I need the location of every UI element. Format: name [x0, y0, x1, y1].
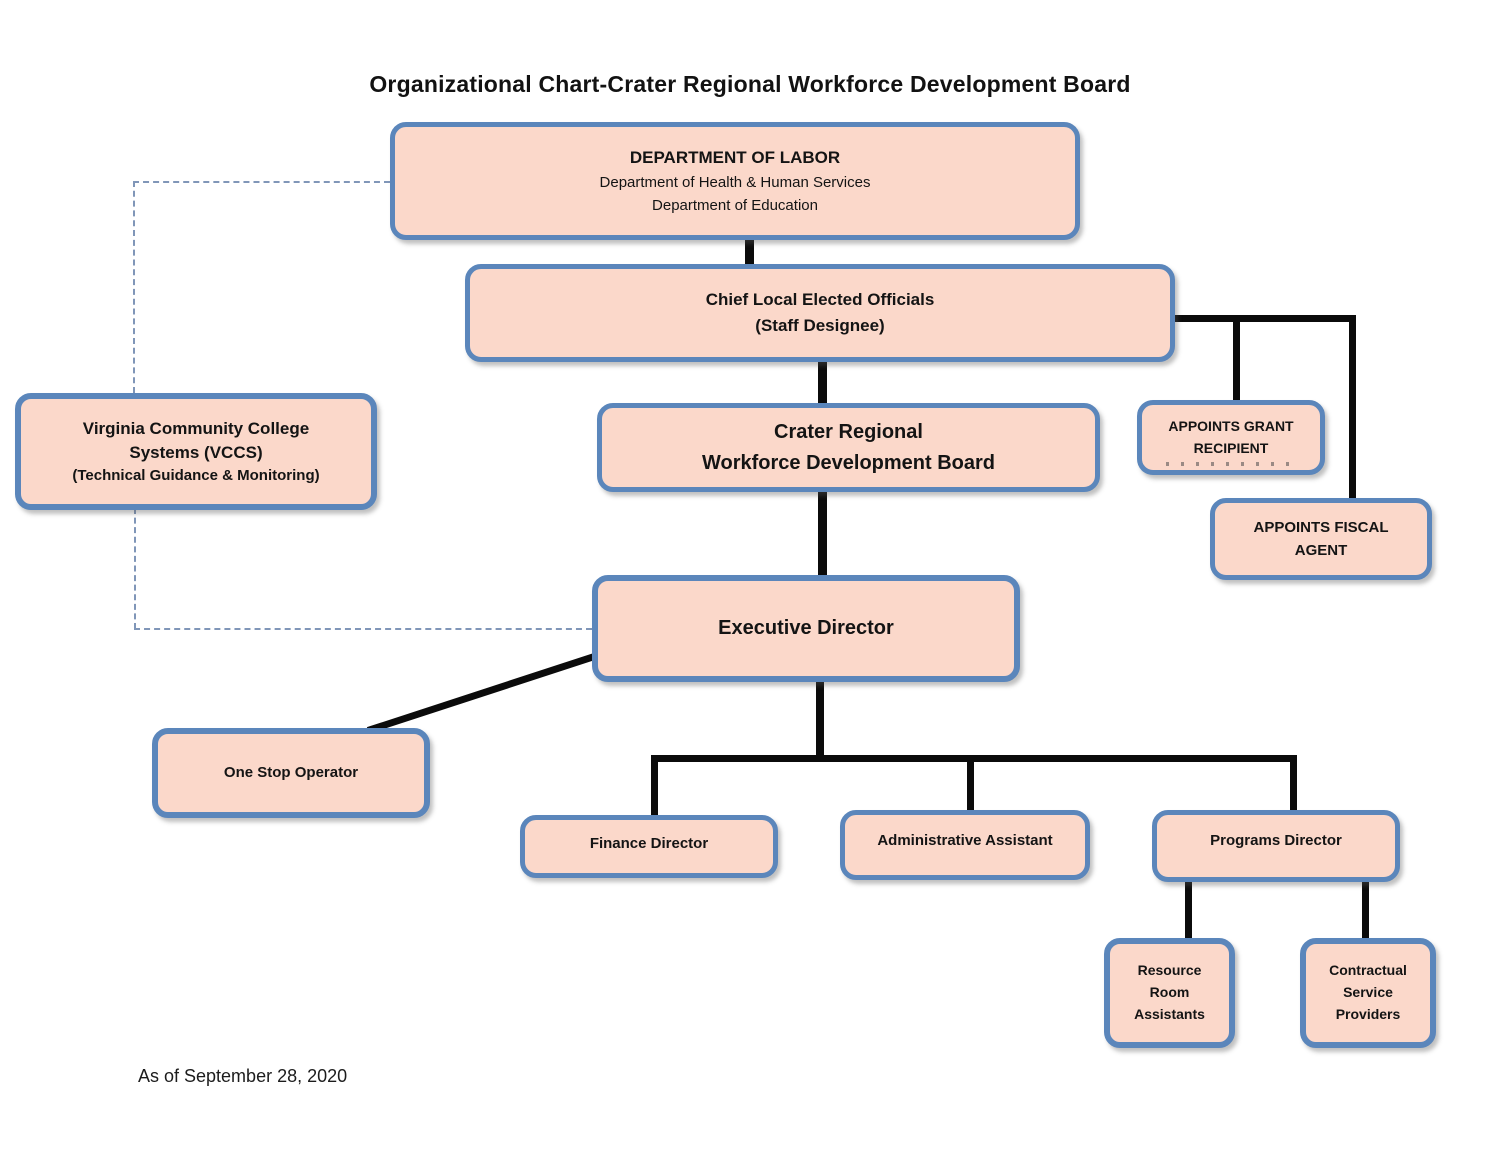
- connector-executive-director-to-one-stop-operator: [366, 651, 600, 734]
- node-crater-regional-wdb: Crater Regional Workforce Development Bo…: [597, 403, 1100, 492]
- node-sublabel: (Technical Guidance & Monitoring): [72, 466, 320, 484]
- connector-drop-contractual-service-providers: [1362, 880, 1369, 941]
- node-label: Room: [1149, 984, 1190, 1001]
- node-finance-director: Finance Director: [520, 815, 778, 878]
- connector-drop-finance-director: [651, 755, 658, 818]
- node-one-stop-operator: One Stop Operator: [152, 728, 430, 818]
- node-programs-director: Programs Director: [1152, 810, 1400, 882]
- connector-drop-administrative-assistant: [967, 755, 974, 813]
- connector-children-horizontal: [651, 755, 1297, 762]
- node-label: AGENT: [1294, 542, 1348, 559]
- connector-cleo-right-horizontal: [1170, 315, 1356, 322]
- node-contractual-service-providers: Contractual Service Providers: [1300, 938, 1436, 1048]
- dashed-connector-vccs-vertical-top: [133, 181, 135, 393]
- node-sublabel: Department of Health & Human Services: [599, 173, 871, 191]
- node-appoints-fiscal-agent: APPOINTS FISCAL AGENT: [1210, 498, 1432, 580]
- connector-drop-fiscal-agent: [1349, 315, 1356, 500]
- node-sublabel: Department of Education: [652, 197, 818, 215]
- page-title: Organizational Chart-Crater Regional Wor…: [369, 71, 1131, 97]
- node-label: Executive Director: [718, 617, 894, 639]
- connector-executive-director-down: [816, 680, 824, 760]
- connector-drop-grant-recipient: [1233, 315, 1240, 403]
- node-label: Virginia Community College: [82, 419, 310, 439]
- node-sublabel: (Staff Designee): [755, 316, 885, 335]
- node-label: One Stop Operator: [223, 764, 359, 782]
- node-label: APPOINTS FISCAL: [1253, 518, 1389, 536]
- node-label: Finance Director: [589, 835, 709, 852]
- connector-drop-resource-room-assistants: [1185, 880, 1192, 941]
- dashed-connector-vccs-to-executive-director: [134, 628, 592, 630]
- node-label: Providers: [1335, 1005, 1401, 1022]
- node-label: Workforce Development Board: [701, 451, 996, 474]
- node-label: Assistants: [1134, 1005, 1205, 1022]
- dashed-connector-vccs-vertical-bottom: [134, 508, 136, 629]
- node-label: DEPARTMENT OF LABOR: [629, 147, 841, 167]
- connector-drop-programs-director: [1290, 755, 1297, 813]
- node-vccs: Virginia Community College Systems (VCCS…: [15, 393, 377, 510]
- node-resource-room-assistants: Resource Room Assistants: [1104, 938, 1235, 1048]
- node-chief-local-elected-officials: Chief Local Elected Officials (Staff Des…: [465, 264, 1175, 362]
- clipped-text-remnant: [1166, 462, 1296, 466]
- node-appoints-grant-recipient: APPOINTS GRANT RECIPIENT: [1137, 400, 1325, 475]
- node-department-of-labor: DEPARTMENT OF LABOR Department of Health…: [390, 122, 1080, 240]
- node-label: Contractual: [1329, 962, 1407, 979]
- connector-dol-to-cleo: [745, 238, 754, 268]
- node-label: RECIPIENT: [1193, 439, 1269, 456]
- node-label: Chief Local Elected Officials: [705, 289, 935, 309]
- node-label: APPOINTS GRANT: [1168, 417, 1294, 434]
- node-executive-director: Executive Director: [592, 575, 1020, 682]
- node-administrative-assistant: Administrative Assistant: [840, 810, 1090, 880]
- as-of-date: As of September 28, 2020: [138, 1066, 348, 1086]
- connector-cleo-to-crwdb: [818, 360, 827, 406]
- node-label: Service: [1343, 984, 1393, 1001]
- node-label: Crater Regional: [774, 420, 923, 443]
- node-label: Resource: [1137, 962, 1202, 979]
- dashed-connector-vccs-to-dol: [133, 181, 390, 183]
- node-label: Administrative Assistant: [877, 832, 1053, 849]
- connector-crwdb-to-executive-director: [818, 490, 827, 578]
- node-label: Programs Director: [1210, 832, 1342, 849]
- node-label: Systems (VCCS): [129, 443, 263, 462]
